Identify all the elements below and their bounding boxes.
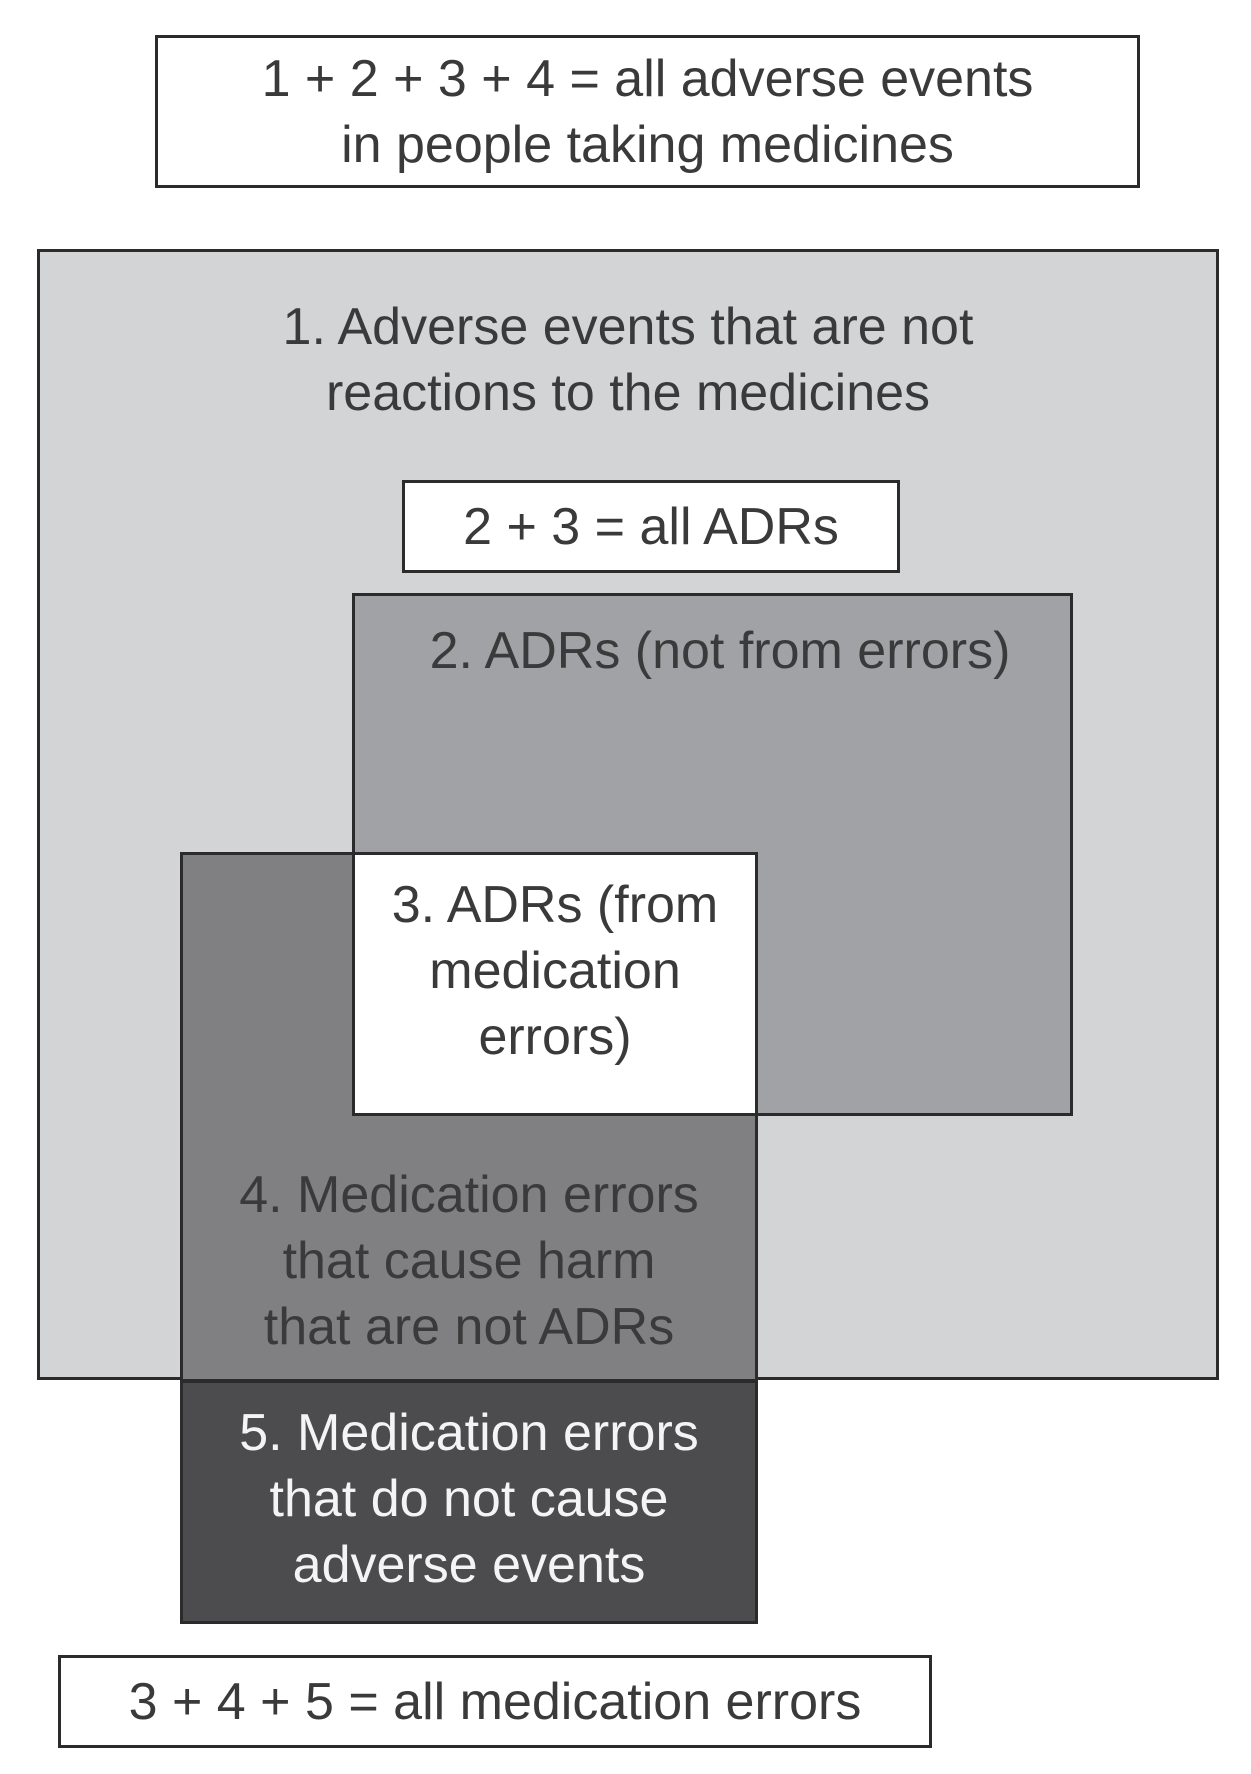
region-5-label: 5. Medication errors that do not cause a…: [239, 1404, 699, 1594]
caption-all-adrs: 2 + 3 = all ADRs: [402, 480, 900, 573]
caption-all-medication-errors: 3 + 4 + 5 = all medication errors: [58, 1655, 932, 1748]
region-3-box: [352, 852, 758, 1116]
region-3-label: 3. ADRs (from medication errors): [391, 876, 719, 1066]
caption-all-adverse-events: 1 + 2 + 3 + 4 = all adverse events in pe…: [155, 35, 1140, 188]
region-2-label: 2. ADRs (not from errors): [429, 622, 1011, 680]
region-4-label: 4. Medication errors that cause harm tha…: [239, 1166, 699, 1356]
region-5-box: [180, 1380, 758, 1624]
region-1-label: 1. Adverse events that are not reactions…: [282, 298, 974, 422]
